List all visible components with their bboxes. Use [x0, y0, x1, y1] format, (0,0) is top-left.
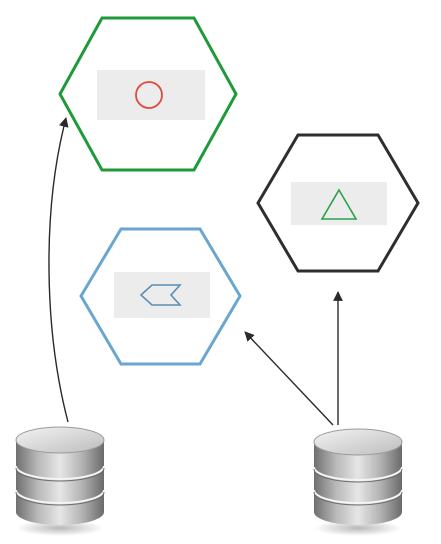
panel-chevron	[114, 272, 210, 318]
chevron-icon	[139, 284, 182, 306]
triangle-icon	[320, 188, 358, 220]
database-shadow	[314, 520, 402, 536]
arrow-db-right-to-chevron-hexagon	[244, 331, 334, 426]
database-ring-1	[313, 466, 403, 481]
database-ring-2-shade	[313, 491, 403, 506]
database-top	[15, 426, 105, 454]
database-shadow	[16, 520, 104, 536]
edges-layer	[48, 117, 343, 426]
database-body	[314, 442, 402, 525]
database-top	[313, 428, 403, 456]
database-ring-1-shade	[313, 468, 403, 483]
hexagon-triangle-node[interactable]	[256, 133, 420, 273]
hexagon-circle-node[interactable]	[58, 16, 238, 172]
circle-icon	[135, 81, 163, 109]
hexagon-chevron-node[interactable]	[79, 227, 242, 366]
database-ring-1-shade	[15, 467, 105, 482]
database-ring-1	[15, 465, 105, 480]
panel-circle	[97, 70, 205, 120]
database-ring-2	[15, 489, 105, 504]
database-left[interactable]	[15, 426, 105, 536]
arrow-db-left-to-circle-hexagon	[48, 117, 69, 423]
database-right[interactable]	[313, 428, 403, 536]
database-ring-2	[313, 489, 403, 504]
database-ring-2-shade	[15, 491, 105, 506]
